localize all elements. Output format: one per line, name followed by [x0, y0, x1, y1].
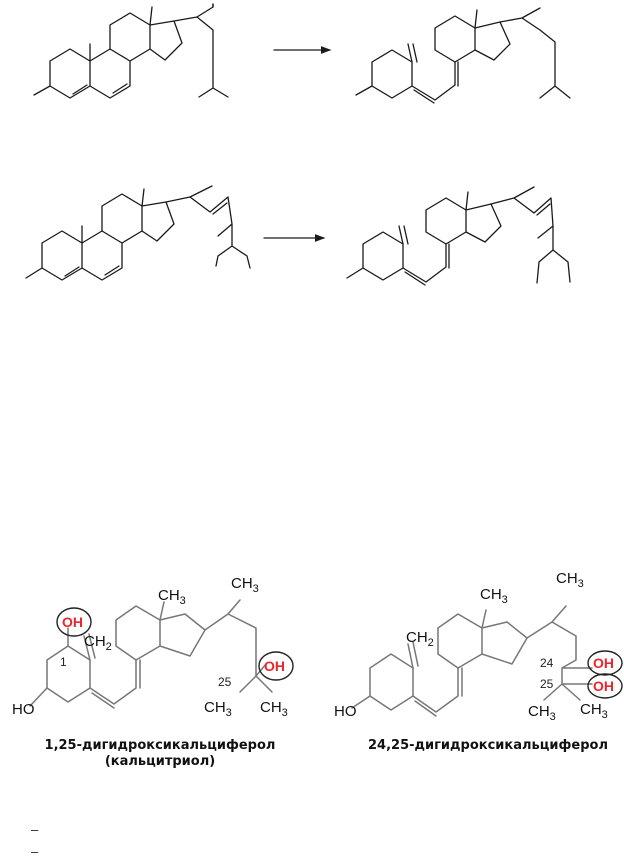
secosteroid-product-2 — [346, 186, 571, 286]
secosteroid-product-1 — [355, 7, 571, 104]
ch3-label: CH3 — [231, 575, 259, 595]
hydroxyl-highlight-circle — [258, 651, 294, 681]
dihydroxy-24-25-caption: 24,25-дигидроксикальциферол — [368, 738, 608, 753]
calcitriol-alias-caption: (кальцитриол) — [105, 754, 215, 769]
ch3-label: CH3 — [480, 586, 508, 606]
list-marker: – — [31, 822, 39, 837]
carbon-1-label: 1 — [60, 655, 67, 669]
ho-label: HO — [12, 701, 35, 718]
ch2-label: CH2 — [406, 629, 434, 649]
carbon-25-label: 25 — [218, 675, 232, 689]
ho-label: HO — [334, 703, 357, 720]
calcitriol-caption: 1,25-дигидроксикальциферол — [45, 738, 276, 753]
carbon-24-label: 24 — [540, 656, 554, 670]
hydroxyl-1-label: OH — [62, 614, 83, 630]
calcitriol-labels: CH3 CH3 CH2 1 25 HO CH3 CH3 OH OH — [12, 575, 294, 719]
hydroxyl-25-label: OH — [264, 658, 285, 674]
ch2-label: CH2 — [84, 633, 112, 653]
ch3-label: CH3 — [556, 570, 584, 590]
dihydroxy-24-25-labels: CH3 CH3 CH2 24 25 HO CH3 CH3 OH OH — [334, 570, 623, 723]
ch3-label: CH3 — [204, 699, 232, 719]
hydroxyl-highlight-circle — [587, 650, 623, 676]
hydroxyl-25-label: OH — [593, 678, 614, 694]
dihydroxy-24-25-structure — [351, 605, 593, 717]
list-marker: – — [31, 844, 39, 859]
ch3-label: CH3 — [528, 703, 556, 723]
ch3-label: CH3 — [158, 587, 186, 607]
ch3-label: CH3 — [260, 699, 288, 719]
ch3-label: CH3 — [580, 701, 608, 721]
hydroxyl-highlight-circle — [587, 673, 623, 699]
steroid-precursor-1 — [33, 3, 229, 99]
hydroxyl-highlight-circle — [56, 607, 92, 637]
calcitriol-structure — [29, 599, 273, 709]
steroid-precursor-2 — [25, 185, 251, 281]
carbon-25-label: 25 — [540, 677, 554, 691]
hydroxyl-24-label: OH — [593, 655, 614, 671]
